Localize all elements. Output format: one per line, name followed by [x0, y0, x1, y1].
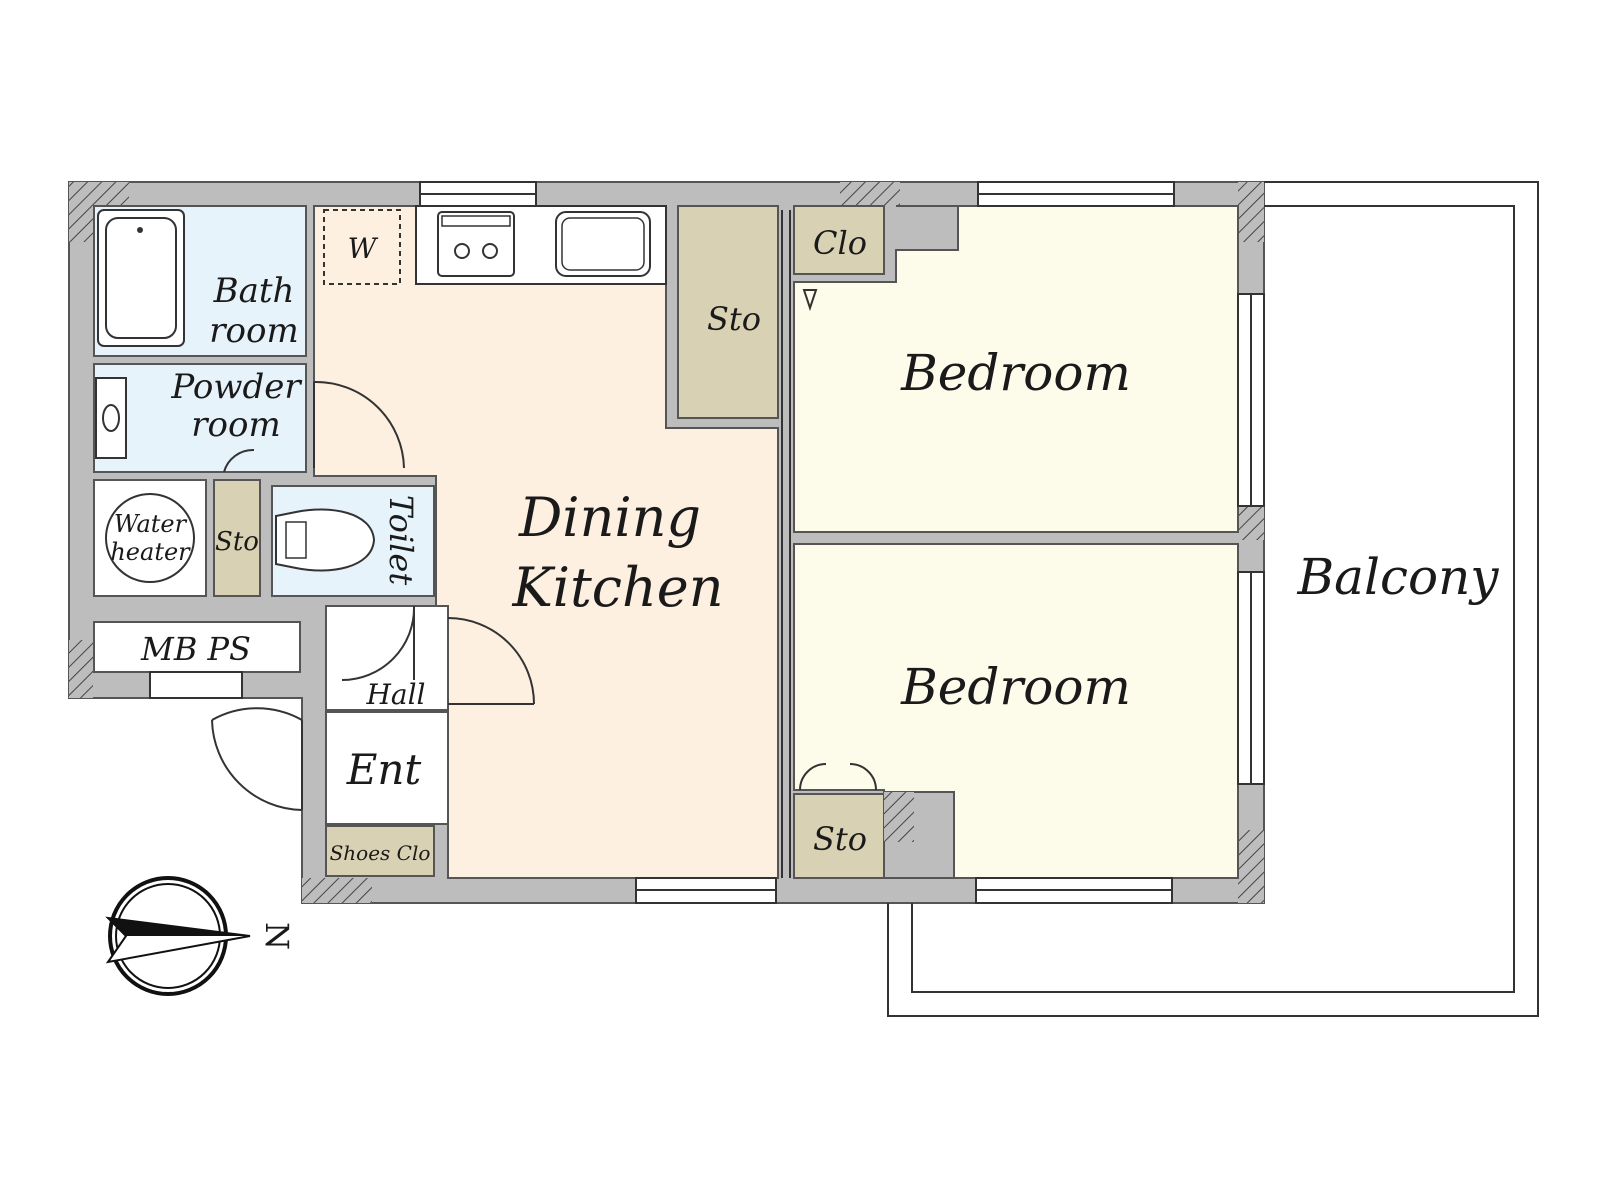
washer-label: W	[348, 232, 379, 265]
kitchen-fixtures	[323, 205, 667, 285]
mbps-shaft	[93, 621, 301, 673]
dining-kitchen-room	[313, 205, 779, 879]
powder-label-line2: room	[191, 405, 280, 445]
dining-kitchen-label-line2: Kitchen	[511, 556, 723, 619]
closet	[793, 205, 885, 275]
bedroom-upper-label: Bedroom	[900, 344, 1131, 402]
sto-small-label: Sto	[215, 527, 259, 557]
stove-icon	[437, 211, 515, 277]
toilet-label: Toilet	[382, 495, 420, 586]
entrance-label: Ent	[346, 745, 422, 794]
balcony-label: Balcony	[1296, 548, 1499, 606]
shoes-closet-label: Shoes Clo	[330, 841, 431, 865]
balcony-area	[887, 181, 1539, 1017]
door-swings	[211, 289, 877, 811]
room-labels: Bath room Powder room W Water heater Sto…	[110, 224, 1499, 950]
water-heater-label-line2: heater	[110, 538, 191, 566]
bath-label-line1: Bath	[213, 271, 295, 311]
storage-kitchen	[677, 205, 779, 419]
closet-label: Clo	[813, 224, 867, 262]
bathtub-icon	[97, 209, 185, 347]
storage-bedroom	[793, 793, 885, 879]
dining-kitchen-label-line1: Dining	[518, 486, 701, 549]
wash-basin-icon	[95, 377, 127, 459]
hall-room	[325, 605, 449, 711]
compass-north-label: N	[258, 922, 296, 950]
sto-bedroom-label: Sto	[813, 820, 867, 858]
interior-partitions	[781, 210, 791, 878]
shoes-closet	[325, 825, 435, 877]
sto-kitchen-label: Sto	[707, 300, 761, 338]
entrance-room	[325, 711, 449, 825]
hall-label: Hall	[365, 678, 425, 711]
storage-small	[213, 479, 261, 597]
water-heater-label-line1: Water	[114, 510, 188, 538]
powder-label-line1: Powder	[170, 367, 302, 407]
washer-space	[323, 209, 401, 285]
toilet-icon	[275, 508, 376, 572]
windows	[149, 181, 1265, 904]
bedroom-lower-label: Bedroom	[900, 658, 1131, 716]
mbps-label: MB PS	[140, 630, 251, 668]
water-heater-icon	[105, 493, 195, 583]
compass-icon	[105, 876, 251, 996]
bath-label-line2: room	[209, 311, 298, 351]
powder-room	[93, 363, 307, 473]
